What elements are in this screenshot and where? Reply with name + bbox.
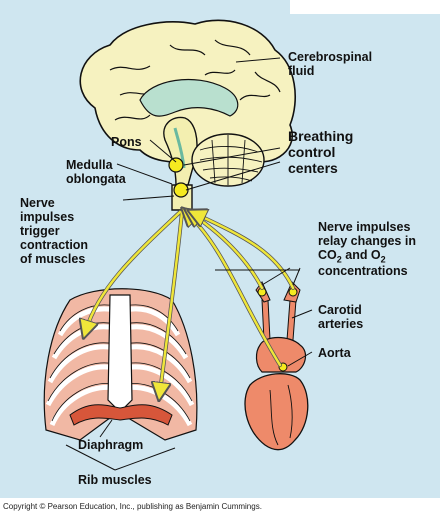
label-medulla-1: Medulla xyxy=(66,158,113,172)
label-nerve-3: trigger xyxy=(20,224,60,238)
label-medulla-2: oblongata xyxy=(66,172,126,186)
label-relay-1: Nerve impulses xyxy=(318,220,410,234)
label-carotid-1: Carotid xyxy=(318,303,362,317)
label-nerve-4: contraction xyxy=(20,238,88,252)
label-pons: Pons xyxy=(111,135,142,149)
label-csf-1: Cerebrospinal xyxy=(288,50,372,64)
label-breathing-2: control xyxy=(288,144,335,160)
label-breathing-3: centers xyxy=(288,160,338,176)
label-nerve-1: Nerve xyxy=(20,196,55,210)
label-nerve-5: of muscles xyxy=(20,252,85,266)
label-breathing-1: Breathing xyxy=(288,128,353,144)
copyright-notice: Copyright © Pearson Education, Inc., pub… xyxy=(3,502,262,511)
label-csf-2: fluid xyxy=(288,64,314,78)
label-aorta: Aorta xyxy=(318,346,351,360)
label-relay-2: relay changes in xyxy=(318,234,416,248)
label-rib-muscles: Rib muscles xyxy=(78,473,152,487)
rib-cage xyxy=(44,289,197,440)
heart xyxy=(245,282,308,450)
label-relay-4: concentrations xyxy=(318,264,408,278)
label-carotid-2: arteries xyxy=(318,317,363,331)
diagram-figure: Cerebrospinal fluid Breathing control ce… xyxy=(0,0,440,498)
label-nerve-2: impulses xyxy=(20,210,74,224)
label-diaphragm: Diaphragm xyxy=(78,438,143,452)
